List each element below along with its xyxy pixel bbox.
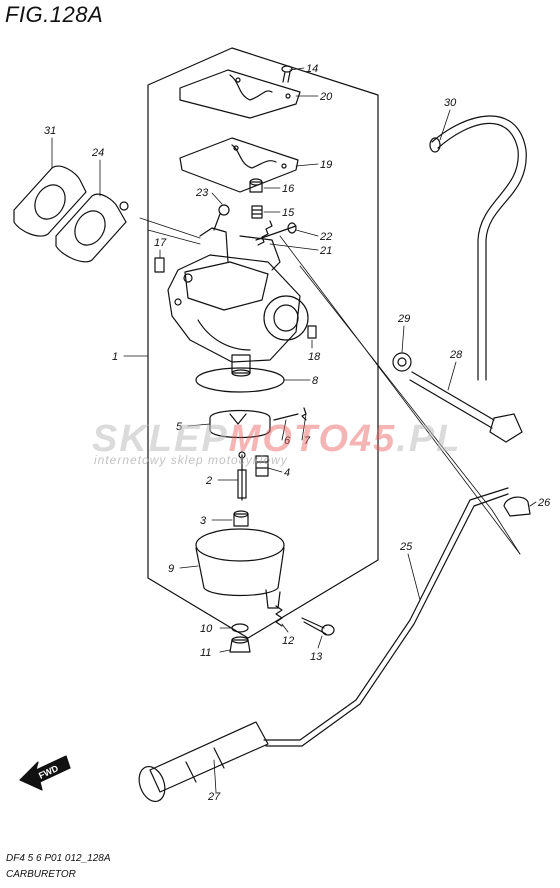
part-10-washer <box>231 623 249 633</box>
callout-19: 19 <box>320 159 332 171</box>
callout-31: 31 <box>44 125 56 137</box>
callout-26: 26 <box>537 497 551 509</box>
callout-8: 8 <box>312 375 319 387</box>
callout-2: 2 <box>205 475 212 487</box>
callout-16: 16 <box>282 183 295 195</box>
part-12-spring <box>275 605 283 627</box>
callout-15: 15 <box>282 207 295 219</box>
part-27-knob <box>138 721 269 803</box>
callout-27: 27 <box>207 791 221 803</box>
part-5-float <box>209 409 271 439</box>
figure-title: FIG.128A <box>5 2 104 27</box>
part-3-screw <box>233 510 249 527</box>
callout-9: 9 <box>168 563 174 575</box>
part-16-jet <box>249 178 263 193</box>
part-29-washer <box>392 352 412 372</box>
callout-29: 29 <box>397 313 410 325</box>
callout-17: 17 <box>154 237 167 249</box>
leader-lines <box>51 67 537 793</box>
fwd-arrow-icon <box>19 755 71 791</box>
assembly-boundary <box>147 47 379 639</box>
callout-28: 28 <box>449 349 463 361</box>
part-31-gasket <box>13 165 87 237</box>
figure-code: DF4 5 6 P01 012_128A <box>6 853 111 864</box>
part-21-22-screw-spring <box>255 220 297 246</box>
part-7-clip <box>301 407 307 421</box>
part-26-clip <box>503 496 531 517</box>
callout-24: 24 <box>91 147 104 159</box>
callout-23: 23 <box>195 187 209 199</box>
part-6-pin <box>273 413 299 421</box>
part-24-gasket <box>55 193 129 263</box>
part-8-oring <box>195 367 285 393</box>
part-4-jet <box>255 455 269 477</box>
callout-20: 20 <box>319 91 333 103</box>
callout-14: 14 <box>306 63 318 75</box>
callout-10: 10 <box>200 623 213 635</box>
callout-13: 13 <box>310 651 323 663</box>
callout-7: 7 <box>304 435 311 447</box>
callout-3: 3 <box>200 515 207 527</box>
callout-30: 30 <box>444 97 457 109</box>
part-15-jet <box>251 205 263 219</box>
callout-11: 11 <box>200 647 211 659</box>
callout-1: 1 <box>112 351 118 363</box>
part-25-rod <box>263 487 509 747</box>
part-2-needle <box>237 451 247 501</box>
callout-6: 6 <box>284 435 291 447</box>
part-13-screw <box>301 617 335 636</box>
part-14-screw <box>281 65 293 83</box>
watermark-tagline: internetowy sklep motocyklowy <box>94 453 288 467</box>
part-19-gasket <box>179 137 299 193</box>
part-9-float-bowl <box>195 528 285 609</box>
watermark-logo: SKLEPMOTO45.PL <box>92 418 462 460</box>
part-18-screw <box>307 325 317 339</box>
callout-25: 25 <box>399 541 413 553</box>
part-1-carburetor-body <box>167 227 309 377</box>
callout-5: 5 <box>176 421 183 433</box>
callout-21: 21 <box>319 245 332 257</box>
figure-name: CARBURETOR <box>6 869 76 880</box>
part-20-top-plate <box>179 69 301 119</box>
callout-4: 4 <box>284 467 290 479</box>
part-23-screw <box>213 204 230 231</box>
part-28-bolt <box>409 371 523 443</box>
part-17-screw <box>154 257 165 273</box>
callout-labels: 14 20 19 16 15 23 22 21 17 18 1 8 5 6 7 … <box>37 63 551 803</box>
part-11-bolt <box>229 636 251 653</box>
callout-22: 22 <box>319 231 332 243</box>
callout-18: 18 <box>308 351 321 363</box>
callout-12: 12 <box>282 635 294 647</box>
part-30-hose <box>429 115 527 381</box>
watermark: SKLEPMOTO45.PL internetowy sklep motocyk… <box>92 418 472 470</box>
